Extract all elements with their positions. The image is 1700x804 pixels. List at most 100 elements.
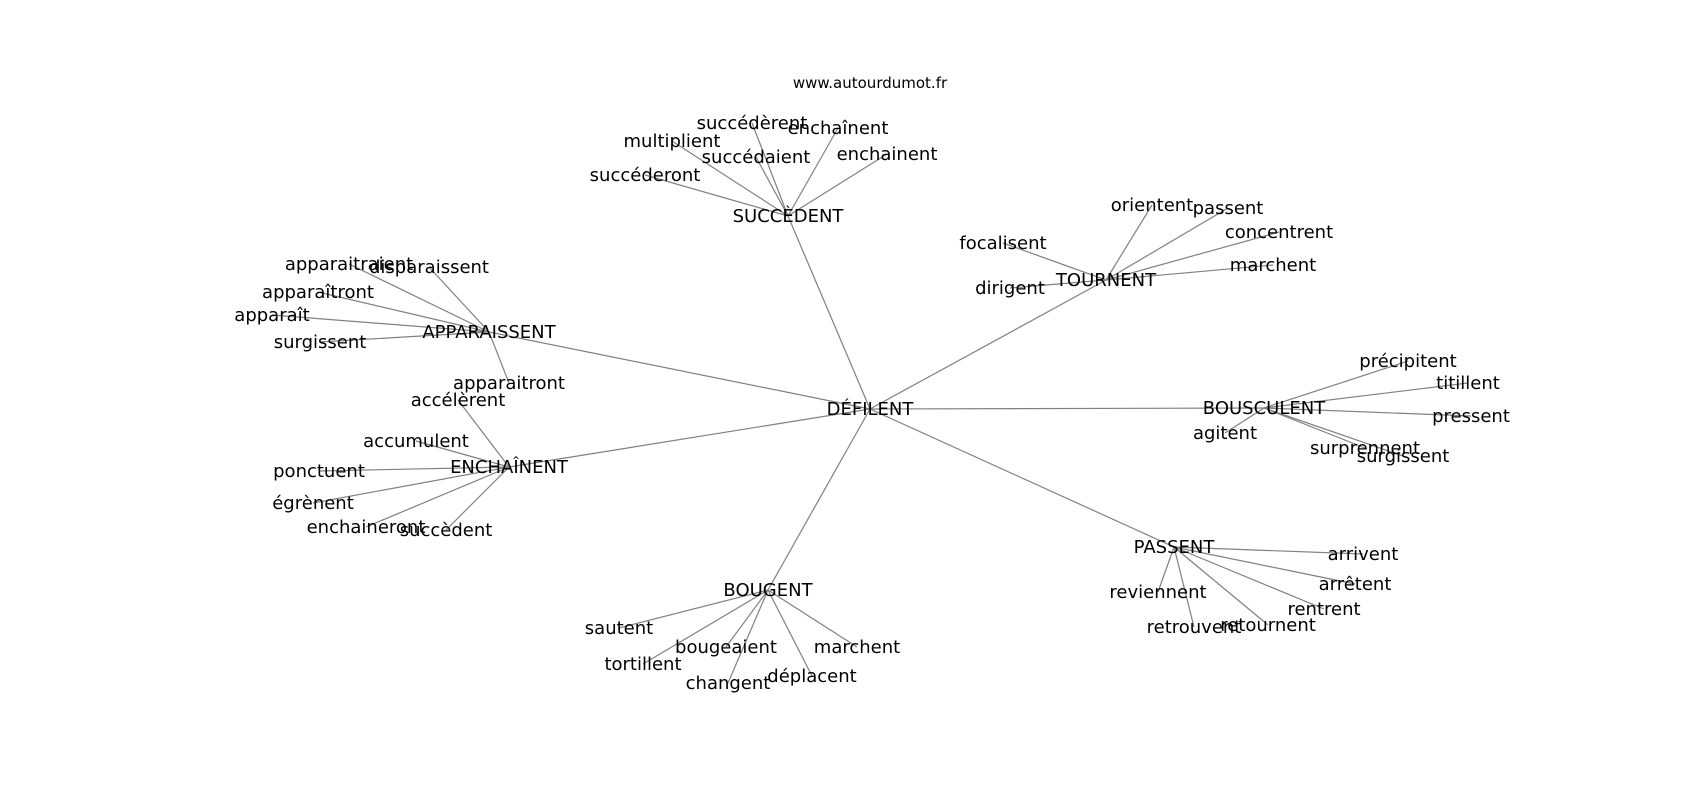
- edge-succedent-word-1: [787, 127, 839, 217]
- edge-center-to-tournent: [869, 279, 1107, 410]
- edge-bougent-word-3: [642, 589, 769, 665]
- graph-labels: www.autourdumot.fr DÉFILENT SUCCÈDENT succ…: [234, 74, 1510, 694]
- edge-bougent-word-1: [725, 589, 769, 648]
- word-node: déplacent: [767, 666, 856, 687]
- edge-bougent-word-5: [727, 589, 769, 684]
- word-node: enchaînent: [788, 118, 889, 139]
- word-node: bougeaient: [675, 637, 777, 658]
- edge-enchainent-word-0: [457, 399, 510, 468]
- word-node: apparaît: [234, 305, 309, 326]
- edge-apparaissent-word-3: [271, 314, 490, 333]
- word-node: marchent: [1230, 255, 1316, 276]
- edge-succedent-word-0: [751, 122, 789, 217]
- word-node: pressent: [1432, 406, 1510, 427]
- word-node: arrêtent: [1319, 574, 1392, 595]
- edge-succedent-word-3: [755, 156, 789, 217]
- cluster-node-succedent: SUCCÈDENT: [733, 205, 845, 227]
- edge-succedent-word-2: [671, 140, 789, 217]
- word-node: apparaitraient: [285, 254, 413, 275]
- word-node: disparaissent: [369, 257, 489, 278]
- word-node: ponctuent: [273, 461, 365, 482]
- word-node: arrivent: [1328, 544, 1399, 565]
- edge-enchainent-word-4: [365, 466, 510, 528]
- word-node: reviennent: [1109, 582, 1206, 603]
- edge-bougent-word-2: [767, 589, 858, 648]
- edge-bousculent-word-4: [1263, 407, 1366, 449]
- word-node: enchainent: [837, 144, 938, 165]
- word-node: passent: [1193, 198, 1264, 219]
- edge-tournent-word-3: [1002, 242, 1107, 281]
- edge-center-to-bougent: [767, 408, 871, 591]
- word-node: succéderont: [590, 165, 701, 186]
- edge-passent-word-4: [1173, 546, 1195, 628]
- cluster-node-tournent: TOURNENT: [1055, 270, 1157, 291]
- word-node: rentrent: [1287, 599, 1360, 620]
- edge-bousculent-word-1: [1263, 382, 1469, 409]
- edge-enchainent-word-1: [415, 440, 510, 468]
- edge-tournent-word-4: [1105, 264, 1274, 281]
- edge-center-to-enchainent: [508, 408, 871, 468]
- edge-tournent-word-1: [1105, 207, 1229, 281]
- edge-tournent-word-5: [1009, 279, 1107, 289]
- word-node: égrènent: [272, 493, 354, 514]
- word-node: changent: [686, 673, 771, 694]
- word-node: accumulent: [363, 431, 469, 452]
- word-node: agitent: [1193, 423, 1257, 444]
- word-node: apparaitront: [453, 373, 565, 394]
- edge-center-to-bousculent: [869, 407, 1265, 410]
- edge-bousculent-word-5: [1263, 407, 1404, 457]
- site-watermark: www.autourdumot.fr: [793, 74, 948, 92]
- center-node-label: DÉFILENT: [827, 398, 915, 420]
- edge-apparaissent-word-1: [428, 266, 490, 333]
- word-node: focalisent: [959, 233, 1046, 254]
- word-node: succèdent: [400, 520, 493, 541]
- word-node: surgissent: [1357, 446, 1450, 467]
- edge-center-to-apparaissent: [488, 331, 871, 410]
- word-node: succédèrent: [697, 113, 808, 134]
- edge-center-to-succedent: [787, 215, 871, 410]
- edge-enchainent-word-3: [312, 466, 510, 504]
- edge-succedent-word-5: [644, 174, 789, 217]
- cluster-node-apparaissent: APPARAISSENT: [422, 322, 556, 343]
- edge-tournent-word-2: [1105, 231, 1280, 281]
- word-node: dirigent: [975, 278, 1045, 299]
- edge-center-to-passent: [869, 408, 1175, 548]
- word-node: succédaient: [702, 147, 811, 168]
- cluster-node-passent: PASSENT: [1134, 537, 1216, 558]
- word-node: concentrent: [1225, 222, 1333, 243]
- edge-apparaissent-word-2: [317, 291, 490, 333]
- edge-passent-word-0: [1173, 546, 1364, 555]
- word-node: surprennent: [1310, 438, 1420, 459]
- word-node: enchaineront: [307, 517, 426, 538]
- edge-apparaissent-word-0: [348, 263, 490, 333]
- edge-passent-word-3: [1173, 546, 1325, 610]
- edge-tournent-word-0: [1105, 204, 1153, 281]
- word-node: accélèrent: [411, 390, 506, 411]
- edge-apparaissent-word-4: [319, 331, 490, 343]
- edge-succedent-word-4: [787, 153, 888, 217]
- word-node: retournent: [1220, 615, 1316, 636]
- edge-bougent-word-0: [618, 589, 769, 629]
- word-node: orientent: [1111, 195, 1194, 216]
- edge-passent-word-2: [1157, 546, 1175, 593]
- word-node: multiplient: [624, 131, 721, 152]
- edge-bousculent-word-3: [1224, 407, 1265, 434]
- edge-enchainent-word-2: [318, 466, 510, 472]
- edge-enchainent-word-5: [445, 466, 510, 531]
- edge-bougent-word-4: [767, 589, 813, 677]
- word-node: apparaîtront: [262, 282, 374, 303]
- cluster-node-bousculent: BOUSCULENT: [1203, 398, 1326, 419]
- edge-apparaissent-word-5: [488, 331, 510, 384]
- word-node: sautent: [585, 618, 653, 639]
- edge-bousculent-word-0: [1263, 360, 1409, 409]
- word-node: surgissent: [274, 332, 367, 353]
- edge-passent-word-5: [1173, 546, 1269, 626]
- word-node: tortillent: [604, 654, 681, 675]
- cluster-node-bougent: BOUGENT: [723, 580, 813, 601]
- word-node: marchent: [814, 637, 900, 658]
- edge-passent-word-1: [1173, 546, 1356, 585]
- graph-edges: [271, 122, 1472, 684]
- word-node: titillent: [1436, 373, 1500, 394]
